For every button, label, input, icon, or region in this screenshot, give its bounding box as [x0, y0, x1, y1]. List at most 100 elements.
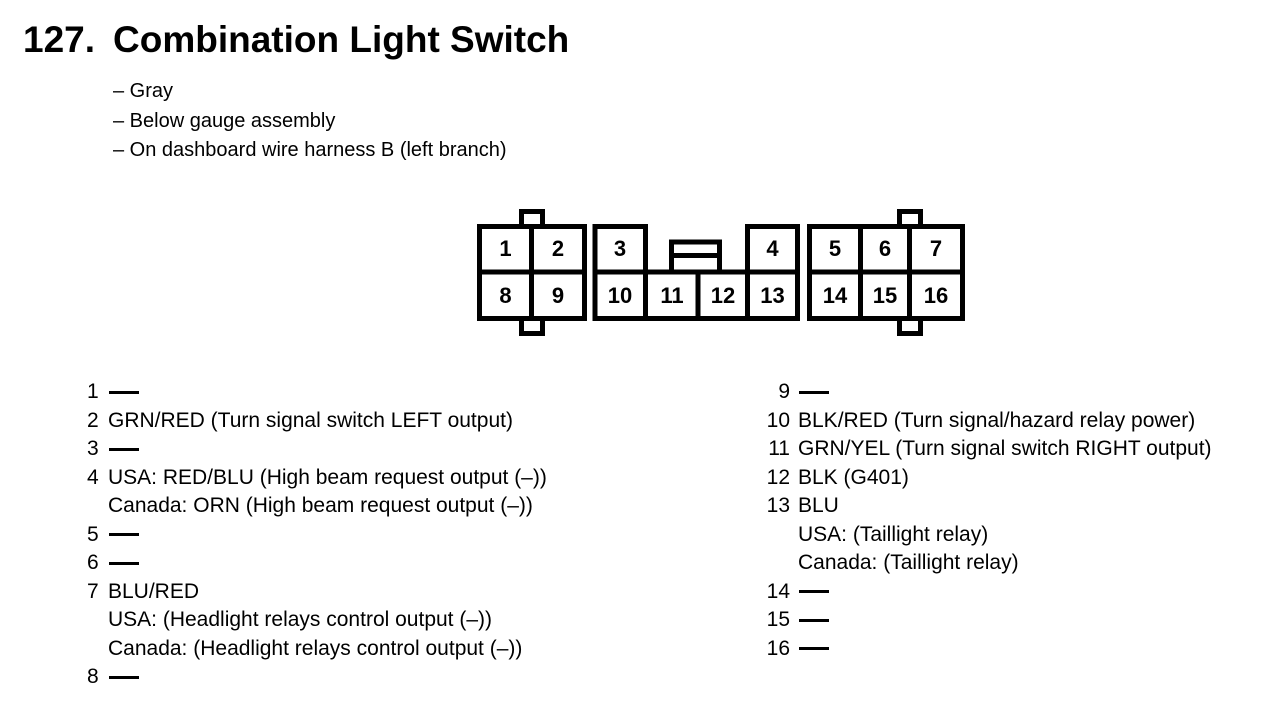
pin-row: 9 [762, 378, 1272, 407]
pin-number: 16 [766, 636, 790, 660]
item-title: Combination Light Switch [113, 19, 570, 60]
pin-description: BLU/RED [108, 579, 200, 603]
pin-content: BLK/RED (Turn signal/hazard relay power) [798, 407, 1272, 436]
dash-mark [799, 590, 829, 594]
pin-content [108, 549, 687, 578]
connector-cell-14: 14 [823, 283, 848, 308]
pin-number: 8 [87, 665, 99, 688]
pin-number: 4 [87, 465, 99, 489]
connector-cell-12: 12 [711, 283, 735, 308]
pin-description: USA: (Headlight relays control output (–… [108, 608, 492, 631]
connector-block-right [807, 224, 965, 321]
connector-cell-10: 10 [608, 283, 632, 308]
pin-no-wire-dash [798, 606, 1272, 635]
pin-number: 15 [766, 608, 790, 631]
pin-row: 11 GRN/YEL (Turn signal switch RIGHT outp… [762, 435, 1272, 464]
pin-row: 8 [87, 663, 687, 692]
pin-description: BLK/RED (Turn signal/hazard relay power) [798, 408, 1196, 432]
pin-number: 14 [766, 579, 790, 603]
pin-no-wire-dash [108, 435, 687, 464]
pin-number: 11 [768, 437, 790, 460]
pin-no-wire-dash [108, 549, 687, 578]
pin-no-wire-dash [108, 521, 687, 550]
pin-number: 9 [778, 380, 790, 403]
pin-list-left: 1 2 GRN/RED (Turn signal switch LEFT outpu… [87, 378, 687, 692]
dash-mark [109, 675, 139, 679]
pin-list-right: 9 10 BLK/RED (Turn signal/hazard relay pow… [762, 378, 1272, 663]
connector-cell-4: 4 [766, 236, 779, 261]
pin-description: Canada: (Taillight relay) [798, 551, 1019, 574]
connector-cell-9: 9 [552, 283, 564, 308]
pin-description: BLU [798, 494, 839, 517]
pin-number: 2 [87, 408, 99, 432]
connector-cell-2: 2 [552, 236, 564, 261]
pin-number: 7 [87, 579, 99, 603]
pin-row: 2 GRN/RED (Turn signal switch LEFT output… [87, 407, 687, 436]
pin-no-wire-dash [798, 635, 1272, 664]
note-harness: – On dashboard wire harness B (left bran… [113, 139, 507, 161]
pin-content [108, 378, 687, 407]
pin-row: 14 [762, 578, 1272, 607]
pin-content: GRN/RED (Turn signal switch LEFT output) [108, 407, 687, 436]
dash-mark [109, 447, 139, 451]
connector-block-left [477, 224, 587, 321]
dash-mark [109, 561, 139, 565]
pin-number: 1 [87, 380, 99, 403]
connector-latch [669, 239, 722, 275]
pin-no-wire-dash [798, 578, 1272, 607]
pin-content [798, 378, 1272, 407]
connector-cell-3: 3 [614, 236, 626, 261]
pin-number: 6 [87, 551, 99, 574]
pin-number: 13 [766, 494, 790, 517]
pin-content: USA: RED/BLU (High beam request output (… [108, 464, 687, 521]
pin-description: GRN/YEL (Turn signal switch RIGHT output… [798, 437, 1212, 460]
pin-row: 15 [762, 606, 1272, 635]
pin-content [798, 635, 1272, 664]
pin-content [108, 663, 687, 692]
dash-mark [109, 533, 139, 537]
connector-cell-labels: 1 2 3 4 5 6 7 8 9 10 11 12 13 14 15 16 [499, 236, 948, 308]
pin-number: 10 [766, 408, 790, 432]
connector-diagram: 1 2 3 4 5 6 7 8 9 10 11 12 13 14 15 16 [477, 209, 965, 336]
pin-description: USA: (Taillight relay) [798, 522, 989, 546]
pin-content [108, 521, 687, 550]
pin-number: 5 [87, 522, 99, 546]
dash-mark [799, 618, 829, 622]
pin-content: GRN/YEL (Turn signal switch RIGHT output… [798, 435, 1272, 464]
pin-no-wire-dash [108, 378, 687, 407]
pin-row: 3 [87, 435, 687, 464]
pin-row: 13 BLU USA: (Taillight relay) Canada: (Tail… [762, 492, 1272, 578]
pin-no-wire-dash [108, 663, 687, 692]
note-color: – Gray [113, 80, 174, 102]
pin-row: 6 [87, 549, 687, 578]
pin-description: Canada: ORN (High beam request output (–… [108, 494, 533, 517]
pin-content [798, 606, 1272, 635]
pin-row: 10 BLK/RED (Turn signal/hazard relay powe… [762, 407, 1272, 436]
page-title: 127. Combination Light Switch [23, 19, 570, 61]
pin-content: BLK (G401) [798, 464, 1272, 493]
dash-mark [799, 647, 829, 651]
pin-number: 3 [87, 437, 99, 460]
connector-cell-16: 16 [924, 283, 948, 308]
pin-content [798, 578, 1272, 607]
note-location: – Below gauge assembly [113, 109, 336, 132]
pin-number: 12 [766, 465, 790, 489]
pin-content: BLU/RED USA: (Headlight relays control ou… [108, 578, 687, 664]
pin-content [108, 435, 687, 464]
pin-description: BLK (G401) [798, 465, 909, 489]
dash-mark [799, 390, 829, 394]
item-number: 127. [23, 19, 96, 60]
connector-notes: – Gray – Below gauge assembly – On dashb… [113, 77, 507, 166]
dash-mark [109, 390, 139, 394]
pin-row: 1 [87, 378, 687, 407]
pin-row: 7 BLU/RED USA: (Headlight relays control o… [87, 578, 687, 664]
pin-content: BLU USA: (Taillight relay) Canada: (Tailli… [798, 492, 1272, 578]
connector-cell-11: 11 [660, 283, 683, 308]
connector-cell-8: 8 [499, 283, 511, 308]
pin-row: 4 USA: RED/BLU (High beam request output … [87, 464, 687, 521]
connector-cell-7: 7 [930, 236, 942, 261]
connector-cell-13: 13 [760, 283, 784, 308]
pin-row: 12 BLK (G401) [762, 464, 1272, 493]
pin-row: 5 [87, 521, 687, 550]
